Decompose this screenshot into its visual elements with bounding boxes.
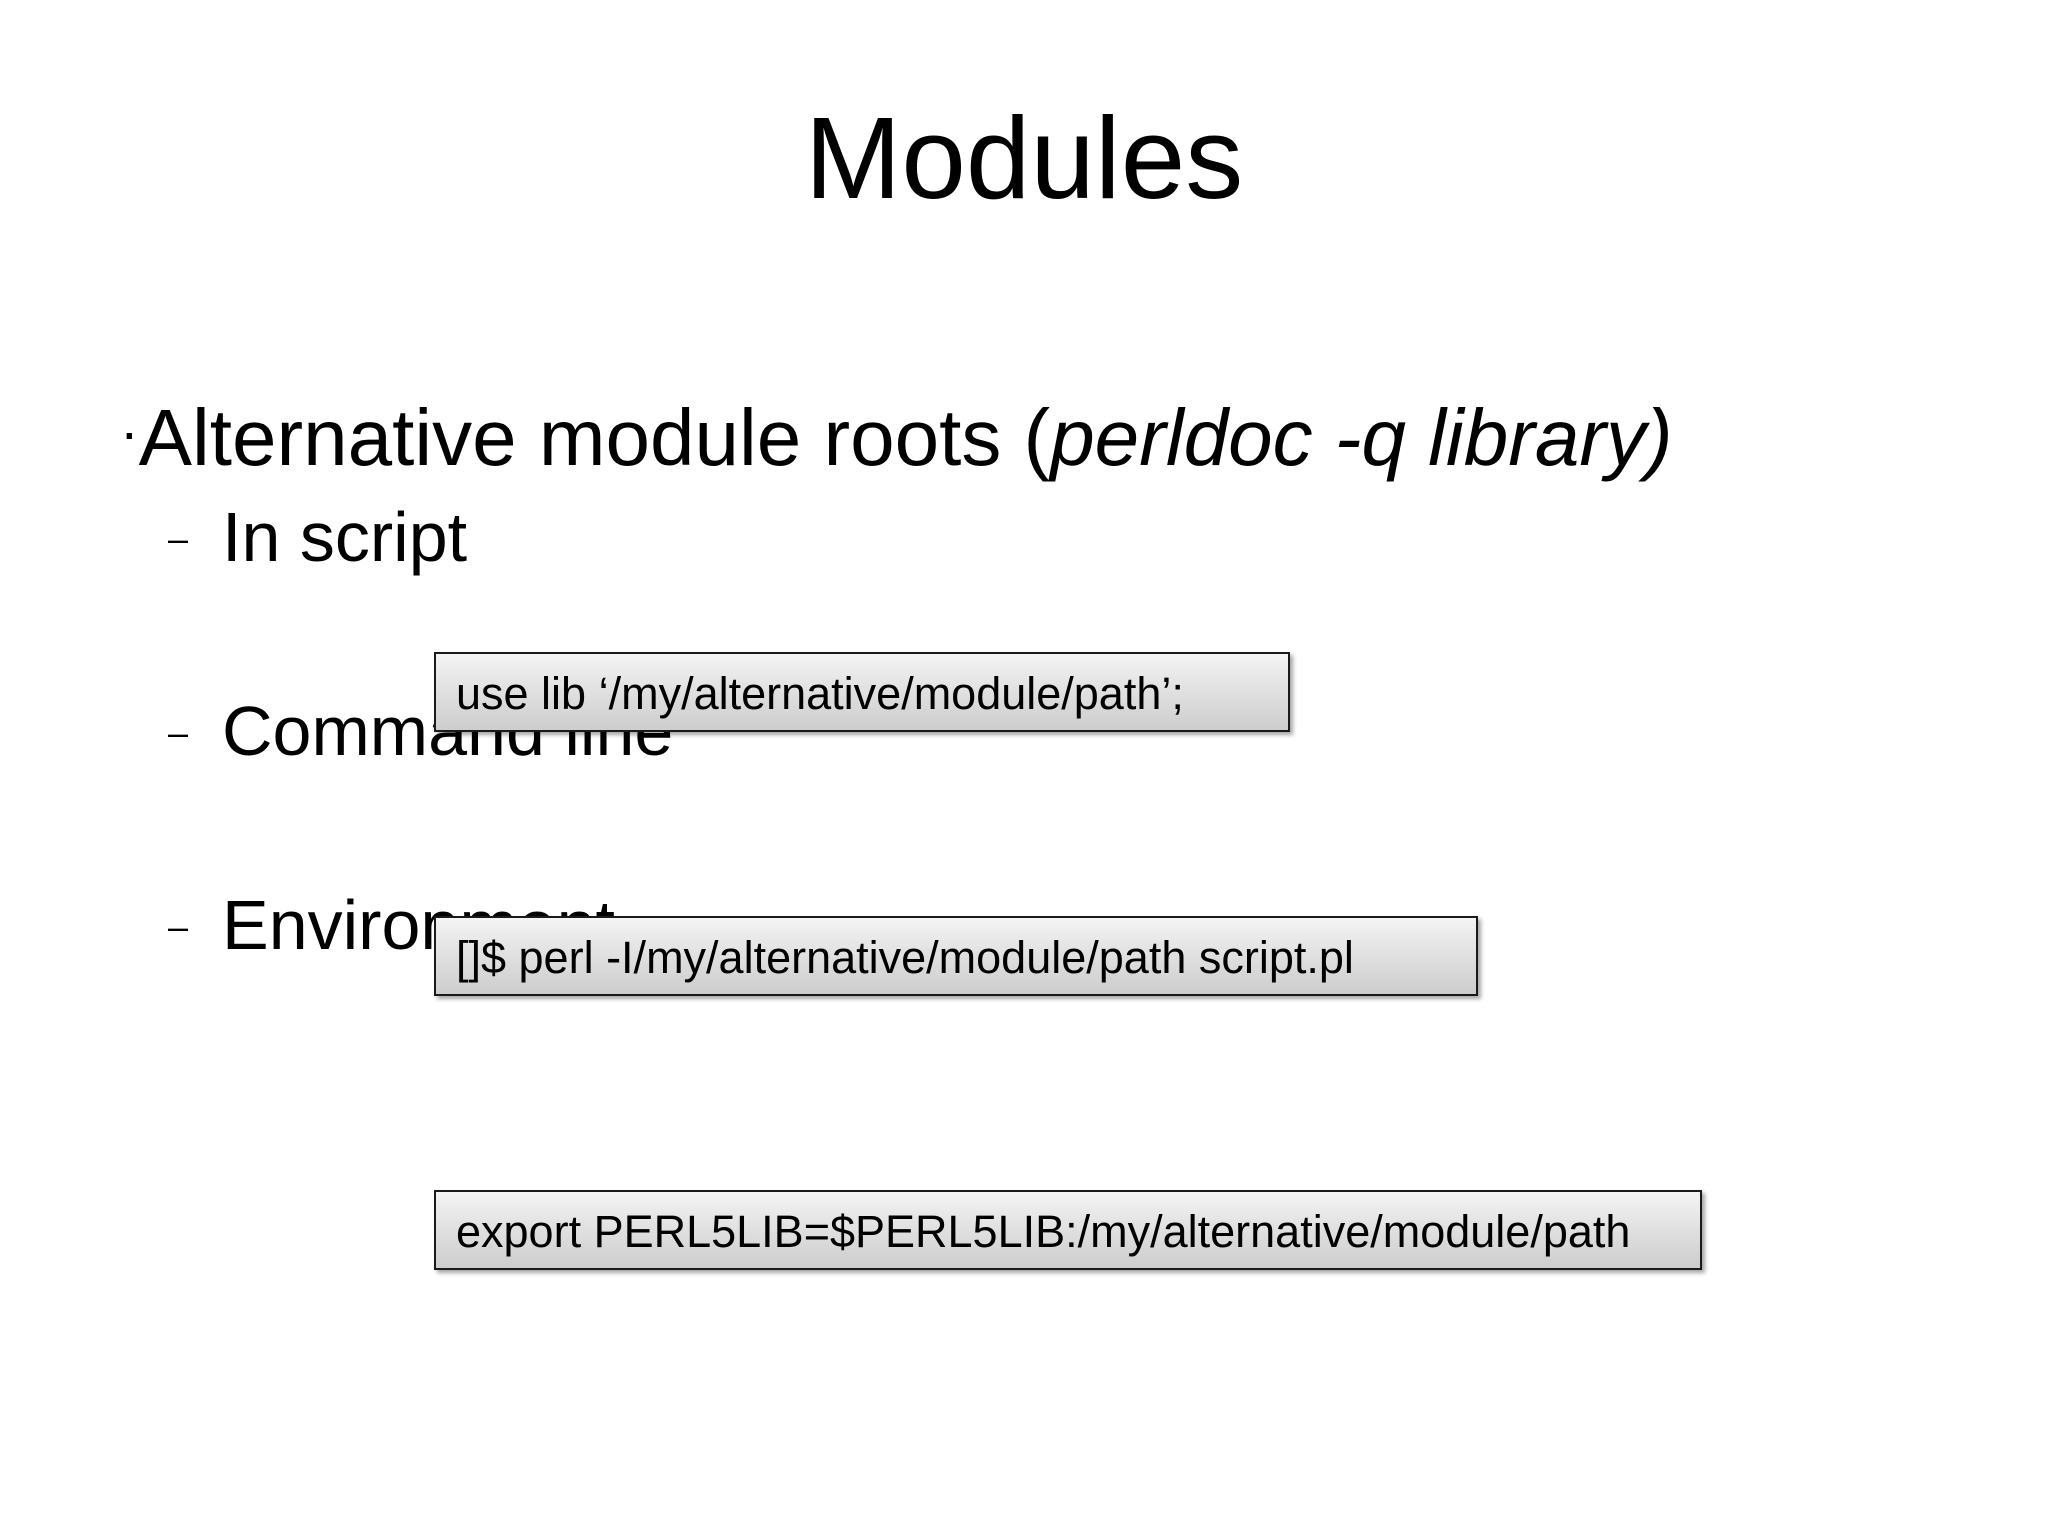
main-bullet-italic-text: perldoc -q library)	[1050, 393, 1673, 482]
main-bullet-text: Alternative module roots (	[138, 393, 1051, 482]
sub-bullet-in-script: –In script	[168, 492, 467, 582]
slide-title: Modules	[804, 93, 1244, 223]
code-box-perl-command: []$ perl -I/my/alternative/module/path s…	[434, 916, 1478, 996]
bullet-marker: ·	[120, 400, 139, 463]
dash-marker: –	[168, 518, 189, 559]
code-box-use-lib: use lib ‘/my/alternative/module/path’;	[434, 652, 1290, 732]
dash-marker: –	[168, 906, 189, 947]
main-bullet: ·Alternative module roots (perldoc -q li…	[120, 388, 1673, 488]
code-box-export-perl5lib: export PERL5LIB=$PERL5LIB:/my/alternativ…	[434, 1190, 1702, 1270]
dash-marker: –	[168, 712, 189, 753]
sub-bullet-label: In script	[222, 498, 468, 576]
